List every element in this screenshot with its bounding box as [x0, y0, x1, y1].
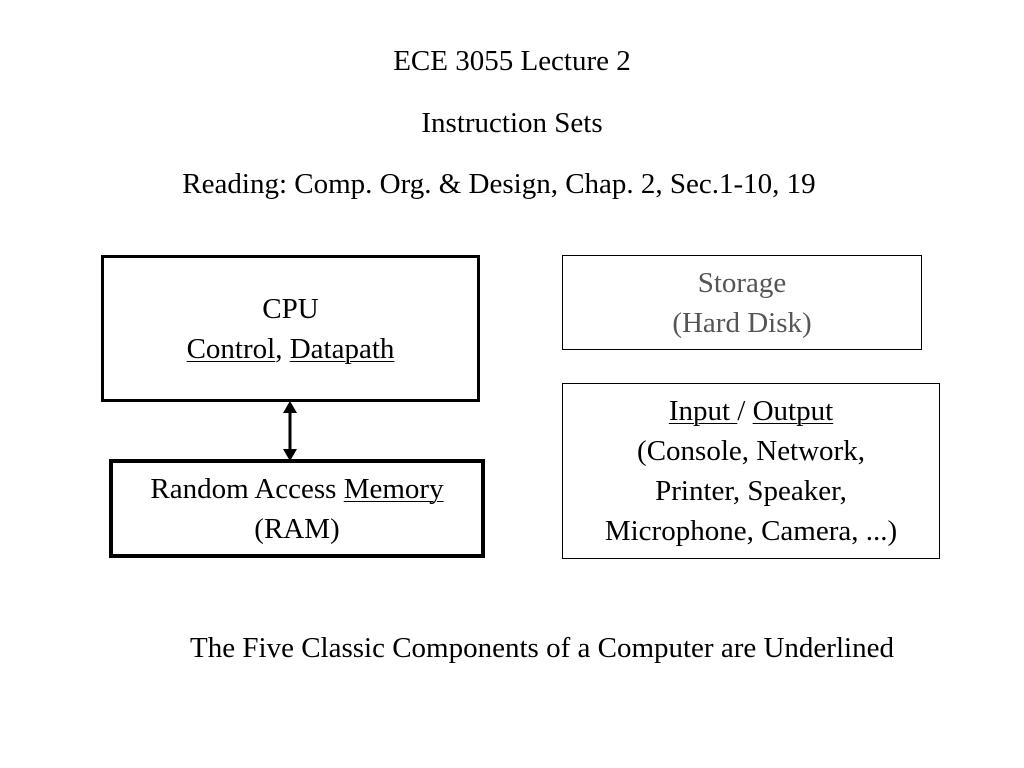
cpu-box: CPU Control, Datapath [101, 255, 480, 402]
cpu-separator: , [275, 332, 290, 365]
lecture-title: ECE 3055 Lecture 2 [393, 45, 631, 77]
footer-caption: The Five Classic Components of a Compute… [190, 632, 894, 664]
ram-title: Random Access Memory [150, 469, 443, 509]
io-box: Input / Output (Console, Network, Printe… [562, 383, 940, 559]
ram-box: Random Access Memory (RAM) [109, 459, 485, 558]
output-label: Output [752, 395, 834, 427]
storage-label: Storage [697, 266, 787, 299]
arrowhead-up [283, 401, 297, 413]
arrowhead-down [283, 449, 297, 461]
cpu-memory-connector-arrow [283, 401, 297, 461]
io-title: Input / Output [669, 391, 833, 431]
datapath-label: Datapath [289, 332, 395, 365]
cpu-label: CPU [262, 292, 319, 325]
io-devices-line-2: Printer, Speaker, [655, 475, 847, 507]
io-slash: / [737, 395, 753, 427]
io-devices-line-3: Microphone, Camera, ...) [604, 515, 898, 547]
storage-box: Storage (Hard Disk) [562, 255, 922, 350]
memory-label: Memory [343, 472, 444, 505]
control-label: Control [186, 332, 276, 365]
hard-disk-label: (Hard Disk) [672, 306, 812, 339]
ram-prefix: Random Access [150, 472, 344, 505]
cpu-components: Control, Datapath [187, 329, 395, 369]
reading-assignment: Reading: Comp. Org. & Design, Chap. 2, S… [182, 168, 816, 200]
input-label: Input [668, 395, 738, 427]
ram-abbreviation: (RAM) [254, 512, 340, 545]
lecture-subtitle: Instruction Sets [421, 107, 603, 139]
io-devices-line-1: (Console, Network, [637, 435, 865, 467]
